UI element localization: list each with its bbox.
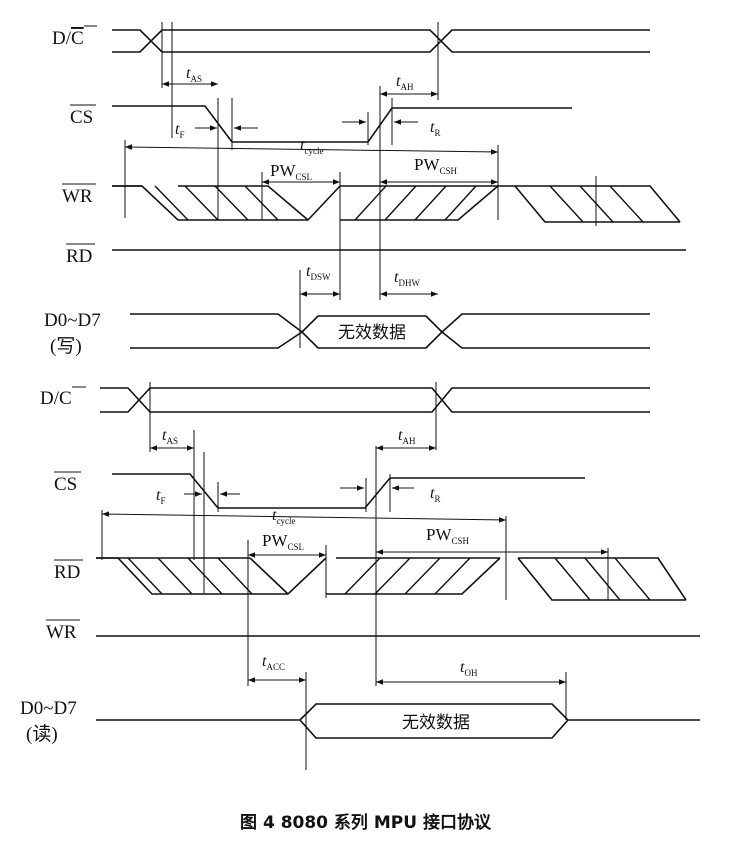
read-tf-label: tF — [156, 487, 165, 506]
write-data-box-text: 无效数据 — [338, 323, 406, 343]
read-rd-edge — [326, 558, 340, 594]
write-tas-label: tAS — [186, 65, 202, 84]
write-tdsw-label: tDSW — [306, 263, 331, 282]
write-tr-label: tR — [430, 119, 440, 138]
read-pwcsl-label: PWCSL — [262, 531, 304, 552]
write-data-waveform — [130, 313, 650, 349]
read-tah-label: tAH — [398, 427, 416, 446]
read-tacc-label: tACC — [262, 653, 285, 672]
read-cs-label: CS — [54, 474, 77, 495]
read-cs-waveform — [112, 473, 585, 509]
write-pwcsh-label: PWCSH — [414, 155, 458, 176]
write-wr-hatching — [154, 185, 644, 223]
read-tr-label: tR — [430, 485, 440, 504]
write-dc-waveform — [112, 29, 650, 53]
write-tdhw-label: tDHW — [394, 269, 420, 288]
write-wr-label: WR — [62, 186, 93, 207]
write-guides — [124, 22, 597, 348]
read-rd-label: RD — [54, 562, 80, 583]
write-cs-waveform — [112, 105, 572, 143]
write-dimensions — [124, 81, 499, 297]
read-cycle: D/C CS RD WR D0~D7 (读) — [20, 382, 700, 770]
read-dc-waveform — [100, 387, 650, 413]
write-pwcsl-label: PWCSL — [270, 161, 312, 182]
write-dc-label: D/C — [52, 28, 84, 49]
write-dc-bar-part: C — [71, 28, 84, 49]
read-rd-hatching — [127, 557, 651, 601]
read-data-label: D0~D7 — [20, 698, 77, 719]
read-guides — [101, 382, 609, 770]
read-dimensions — [101, 445, 608, 685]
read-pwcsh-label: PWCSH — [426, 525, 470, 546]
write-cs-label: CS — [70, 107, 93, 128]
write-wr-waveform — [112, 185, 680, 223]
read-wr-label: WR — [46, 622, 77, 643]
read-data-waveform — [96, 703, 700, 739]
read-rd-waveform — [96, 557, 687, 601]
read-dc-label: D/C — [40, 388, 72, 409]
read-tcycle-label: tcycle — [272, 507, 295, 526]
write-wr-waveform-b — [112, 185, 681, 223]
write-tah-label: tAH — [396, 73, 414, 92]
write-rd-label: RD — [66, 246, 92, 267]
write-tf-label: tF — [175, 121, 184, 140]
read-tas-label: tAS — [162, 427, 178, 446]
read-toh-label: tOH — [460, 659, 478, 678]
write-data-mode: (写) — [50, 336, 82, 357]
figure-caption: 图 4 8080 系列 MPU 接口协议 — [240, 813, 491, 833]
read-data-mode: (读) — [26, 723, 58, 745]
write-data-label: D0~D7 — [44, 310, 101, 331]
write-cycle: D/C CS WR RD D0~D7 (写) — [44, 22, 686, 357]
read-data-box-text: 无效数据 — [402, 713, 470, 733]
write-tcycle-label: tcycle — [300, 137, 323, 156]
